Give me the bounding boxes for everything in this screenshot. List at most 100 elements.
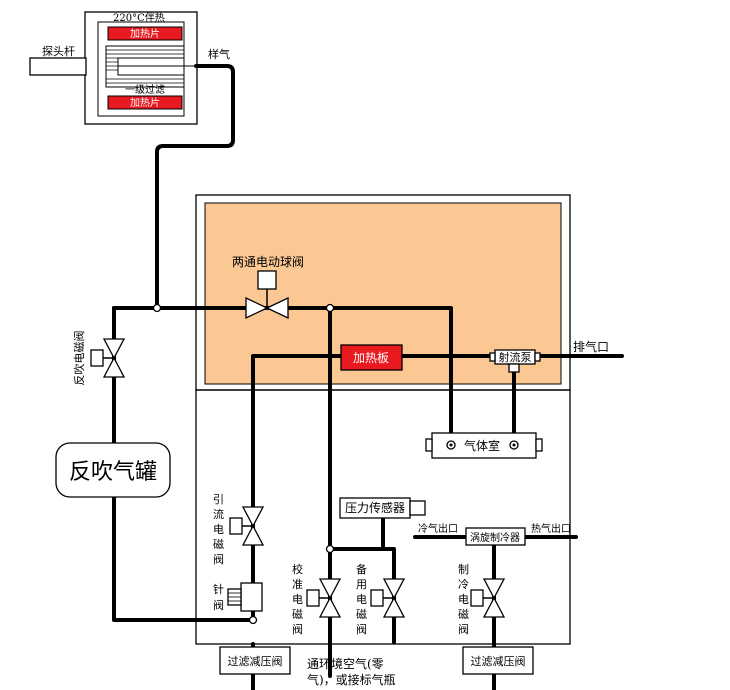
heating-plate-body [340, 344, 403, 371]
two-way-ball-valve: 两通电动球阀 [232, 255, 304, 320]
diversion-valve-body [241, 506, 265, 528]
gas-chamber-outlet-dot [512, 443, 516, 447]
calibration-valve-char-4: 磁 [292, 608, 303, 621]
backflush-valve-coil [90, 349, 104, 367]
jet-pump-port-left [489, 352, 496, 362]
cooling-valve-body [482, 578, 506, 600]
diversion-valve-label: 引 流 电 磁 阀 [213, 492, 224, 566]
backflush-valve-body-lower [102, 356, 126, 378]
vortex-cooler-label: 涡旋制冷器 [470, 531, 520, 544]
ball-valve-actuator [257, 270, 277, 290]
filter-regulator-left-label: 过滤减压阀 [228, 654, 283, 668]
filter-regulator-left-body [219, 646, 291, 675]
calibration-valve-char-1: 校 [292, 562, 303, 576]
diversion-valve: 引 流 电 磁 阀 [213, 492, 265, 566]
diversion-valve-char-4: 磁 [213, 538, 224, 551]
cooling-valve: 制 冷 电 磁 阀 [458, 563, 506, 636]
diversion-valve-body-lower [241, 524, 265, 546]
pipe-backflush-loop [112, 306, 255, 622]
probe-rod [29, 57, 87, 76]
ambient-air-label-line1: 通环境空气(零 [307, 656, 384, 671]
pipe-main-horizontal [112, 306, 453, 447]
needle-valve-char-1: 针 [213, 582, 224, 596]
backflush-tank-label: 反吹气罐 [69, 460, 157, 485]
sample-gas-label: 样气 [208, 47, 230, 61]
heater-bottom-label: 加热片 [130, 96, 160, 109]
calibration-valve: 校 准 电 磁 阀 [292, 562, 342, 636]
filter-regulator-right-body [462, 646, 534, 675]
pressure-sensor-label: 压力传感器 [345, 500, 405, 515]
diversion-valve-char-2: 流 [213, 507, 224, 521]
jet-pump: 射流泵 [489, 349, 541, 373]
ball-valve-body-right [265, 296, 289, 320]
cooling-valve-char-3: 电 [458, 593, 469, 606]
cold-outlet-label: 冷气出口 [418, 522, 458, 535]
spare-valve-char-2: 用 [356, 578, 367, 591]
backflush-valve-label: 反吹电磁阀 [72, 331, 86, 386]
backflush-valve: 反吹电磁阀 [72, 331, 126, 386]
pipe-sample-line [155, 64, 235, 310]
calibration-valve-char-3: 电 [292, 593, 303, 606]
ambient-air-label-line2: 气)，或接标气瓶 [307, 672, 396, 687]
diversion-valve-coil [229, 517, 243, 535]
tracing-temp-label: 220°C伴热 [113, 11, 165, 24]
junctions [152, 303, 335, 625]
needle-valve-label: 针 阀 [213, 582, 224, 612]
jet-pump-port-bottom [508, 363, 520, 373]
probe-inner-frame [97, 21, 185, 117]
spare-valve-body-lower [382, 596, 406, 618]
backflush-tank: 反吹气罐 [55, 442, 171, 498]
exhaust-label: 排气口 [573, 339, 609, 354]
backflush-valve-body [102, 338, 126, 360]
pressure-sensor: 压力传感器 [339, 497, 426, 519]
gas-chamber-end-left [425, 438, 433, 452]
spare-valve-char-1: 备 [356, 562, 367, 576]
filter-hatch-lines [106, 49, 184, 84]
probe-assembly: 探头杆 220°C伴热 加热片 一级过滤 加热片 样气 [29, 11, 230, 125]
spare-valve-char-3: 电 [356, 593, 367, 606]
spare-valve-char-4: 磁 [356, 608, 367, 621]
cooling-valve-char-4: 磁 [458, 608, 469, 621]
needle-valve: 针 阀 [213, 582, 263, 612]
jet-pump-port-right [534, 352, 541, 362]
heater-top [107, 26, 183, 41]
cooling-valve-char-5: 阀 [458, 622, 469, 636]
filter-regulator-right: 过滤减压阀 [462, 646, 534, 675]
filter-regulator-left: 过滤减压阀 [219, 646, 291, 675]
gas-chamber-inlet-dot [449, 443, 453, 447]
cooling-valve-char-1: 制 [458, 563, 469, 576]
lower-compartment [195, 389, 571, 645]
primary-filter-label: 一级过滤 [125, 83, 165, 96]
pipe-heating-line [251, 354, 624, 622]
cooling-valve-char-2: 冷 [458, 578, 469, 591]
spare-valve-label: 备 用 电 磁 阀 [356, 562, 367, 636]
junction-sample [152, 303, 162, 313]
ball-valve-body [245, 296, 269, 320]
junction-needle [248, 615, 258, 625]
pressure-sensor-cap [409, 500, 426, 516]
hot-outlet-label: 热气出口 [531, 522, 571, 535]
heater-bottom [107, 95, 183, 110]
junction-calibration [325, 303, 335, 313]
needle-valve-char-2: 阀 [213, 598, 224, 612]
spare-valve-coil [370, 589, 384, 607]
two-way-valve-label: 两通电动球阀 [232, 255, 304, 269]
cooling-valve-label: 制 冷 电 磁 阀 [458, 563, 469, 636]
calibration-valve-body-lower [318, 596, 342, 618]
needle-valve-knob-lines [228, 592, 241, 602]
heater-top-label: 加热片 [130, 27, 160, 40]
vortex-cooler-body [465, 527, 526, 546]
gas-chamber: 气体室 [425, 432, 543, 459]
needle-valve-body [240, 582, 263, 612]
diversion-valve-char-1: 引 [213, 492, 224, 506]
calibration-valve-body [318, 578, 342, 600]
jet-pump-label: 射流泵 [499, 350, 532, 364]
diversion-valve-char-3: 电 [213, 523, 224, 536]
junction-spare [325, 544, 335, 554]
vortex-cooler: 冷气出口 热气出口 涡旋制冷器 [418, 522, 571, 546]
calibration-valve-char-2: 准 [292, 578, 303, 591]
spare-valve-body [382, 578, 406, 600]
heating-plate-label: 加热板 [353, 351, 389, 365]
spare-valve: 备 用 电 磁 阀 [356, 562, 406, 636]
